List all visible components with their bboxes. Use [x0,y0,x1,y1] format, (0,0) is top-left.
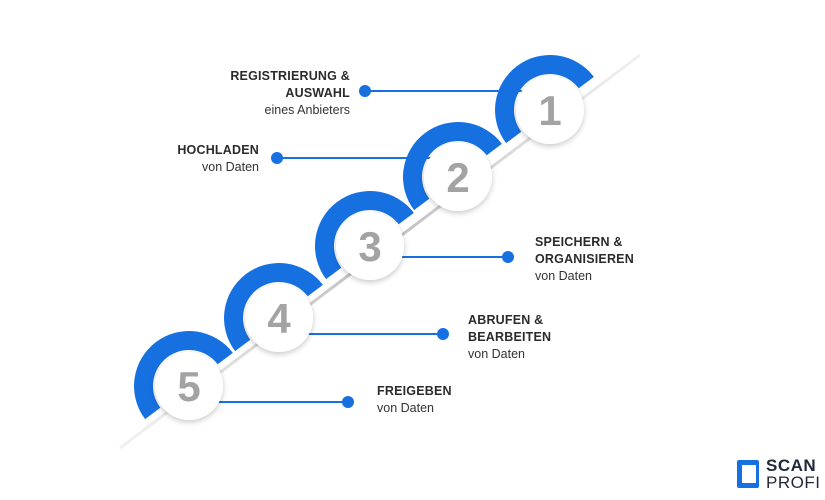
step-5-arc [134,331,233,420]
step-3-label: SPEICHERN & ORGANISIEREN von Daten [535,234,685,285]
step-1-arc [495,55,594,144]
logo-line-1: SCAN [766,456,817,475]
scanprofi-logo-icon [737,460,759,488]
step-4-label: ABRUFEN & BEARBEITEN von Daten [468,312,618,363]
logo-line-2: PROFI [766,473,821,492]
step-1-label: REGISTRIERUNG & AUSWAHL eines Anbieters [150,68,350,119]
step-1-subtitle: eines Anbieters [264,103,350,117]
step-4-number: 4 [267,295,291,342]
step-1-title-line-2: AUSWAHL [285,86,350,100]
step-5-label: FREIGEBEN von Daten [377,383,527,417]
step-3-title-line-1: SPEICHERN & [535,235,623,249]
scanprofi-logo-wordmark: SCAN PROFI [766,457,820,491]
step-2-title: HOCHLADEN [177,143,259,157]
step-1-disc [516,76,584,144]
step-1-title-line-1: REGISTRIERUNG & [230,69,350,83]
scanprofi-logo: SCAN PROFI [733,455,825,495]
step-5-disc [155,352,223,420]
step-1-number: 1 [538,87,561,134]
step-2-subtitle: von Daten [202,160,259,174]
step-3-node: 3 [315,190,414,280]
step-4-subtitle: von Daten [468,347,525,361]
step-2-label: HOCHLADEN von Daten [60,142,259,176]
step-5-connector-dot [342,396,354,408]
step-4-arc [224,263,323,352]
step-4-title-line-1: ABRUFEN & [468,313,544,327]
step-3-disc [336,212,404,280]
step-5-number: 5 [177,363,200,410]
step-2-arc [403,121,502,211]
step-5-title: FREIGEBEN [377,384,452,398]
step-3-connector-dot [502,251,514,263]
step-4-connector-dot [437,328,449,340]
step-2-number: 2 [446,154,469,201]
step-2-disc [424,143,492,211]
step-5-subtitle: von Daten [377,401,434,415]
step-3-arc [315,190,414,280]
step-3-number: 3 [358,223,381,270]
step-5-node: 5 [134,331,233,420]
step-4-node: 4 [224,263,323,352]
step-4-title-line-2: BEARBEITEN [468,330,552,344]
step-3-title-line-2: ORGANISIEREN [535,252,634,266]
step-2-node: 2 [403,121,502,211]
step-2-connector-dot [271,152,283,164]
step-1-connector-dot [359,85,371,97]
step-4-disc [245,284,313,352]
step-3-subtitle: von Daten [535,269,592,283]
step-1-node: 1 [495,55,594,144]
